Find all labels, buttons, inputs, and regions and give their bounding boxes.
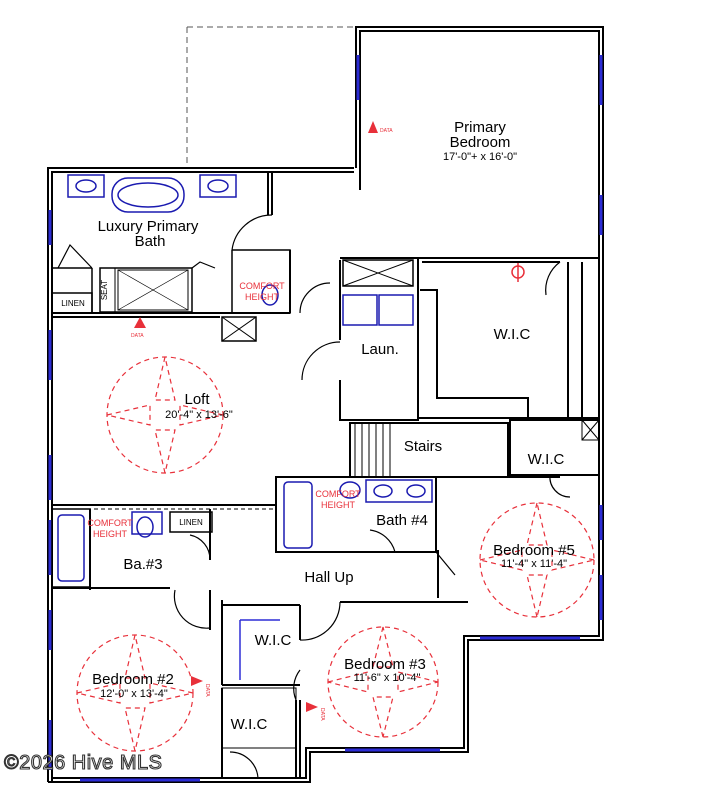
wic-bed2-label: W.I.C — [231, 716, 268, 733]
ceiling-fan-bed3 — [327, 626, 439, 738]
data-marker-label: DATA — [319, 708, 325, 721]
primary-bedroom-size: 17'-0"+ x 16'-0" — [443, 151, 517, 163]
comfort-height-label-bath3: COMFORT — [87, 518, 133, 528]
watermark: ©2026 Hive MLS — [4, 752, 162, 774]
windows — [48, 55, 603, 782]
data-markers — [134, 121, 525, 712]
comfort-height-label: HEIGHT — [245, 292, 280, 302]
bedroom5-label: Bedroom #5 — [493, 542, 575, 559]
data-marker-label: DATA — [204, 684, 210, 697]
wic-bed5-label: W.I.C — [528, 451, 565, 468]
stairs — [349, 422, 509, 478]
bath3-label: Ba.#3 — [123, 556, 162, 573]
bedroom3-size: 11'-6" x 10'-4" — [354, 672, 421, 684]
bedroom2-label: Bedroom #2 — [92, 671, 174, 688]
seat-label: SEAT — [100, 280, 109, 300]
bedroom2-size: 12'-0" x 13'-4" — [100, 688, 168, 700]
primary-bedroom-label-2: Bedroom — [450, 134, 511, 151]
comfort-height-label-bath3: HEIGHT — [93, 529, 128, 539]
ceiling-fan-bed2 — [76, 634, 194, 752]
linen-label-2: LINEN — [179, 518, 203, 527]
stairs-label: Stairs — [404, 438, 442, 455]
wic-bed3-label: W.I.C — [255, 632, 292, 649]
data-marker-label: DATA — [380, 128, 393, 134]
wic-primary-label: W.I.C — [494, 326, 531, 343]
loft-size: 20'-4" x 13'-6" — [165, 409, 233, 421]
comfort-height-label-bath4: HEIGHT — [321, 500, 356, 510]
laundry-label: Laun. — [361, 341, 399, 358]
primary-bedroom-label-1: Primary — [454, 119, 506, 136]
linen-label: LINEN — [61, 299, 85, 308]
loft-label: Loft — [184, 391, 210, 408]
comfort-height-label-bath4: COMFORT — [315, 489, 361, 499]
comfort-height-label: COMFORT — [239, 281, 285, 291]
hall-label: Hall Up — [304, 569, 353, 586]
bedroom3-label: Bedroom #3 — [344, 656, 426, 673]
fixtures — [57, 174, 433, 582]
luxury-bath-label-2: Bath — [135, 233, 166, 250]
data-marker-label: DATA — [131, 333, 144, 339]
exterior-walls — [47, 26, 604, 783]
bedroom5-size: 11'-4" x 11'-4" — [501, 558, 567, 570]
doors — [57, 214, 571, 779]
ceiling-fan-bed5 — [479, 502, 595, 618]
luxury-bath-label-1: Luxury Primary — [98, 218, 199, 235]
open-area-outline — [186, 26, 358, 168]
ceiling-fan-loft — [106, 356, 224, 474]
bath4-label: Bath #4 — [376, 512, 428, 529]
